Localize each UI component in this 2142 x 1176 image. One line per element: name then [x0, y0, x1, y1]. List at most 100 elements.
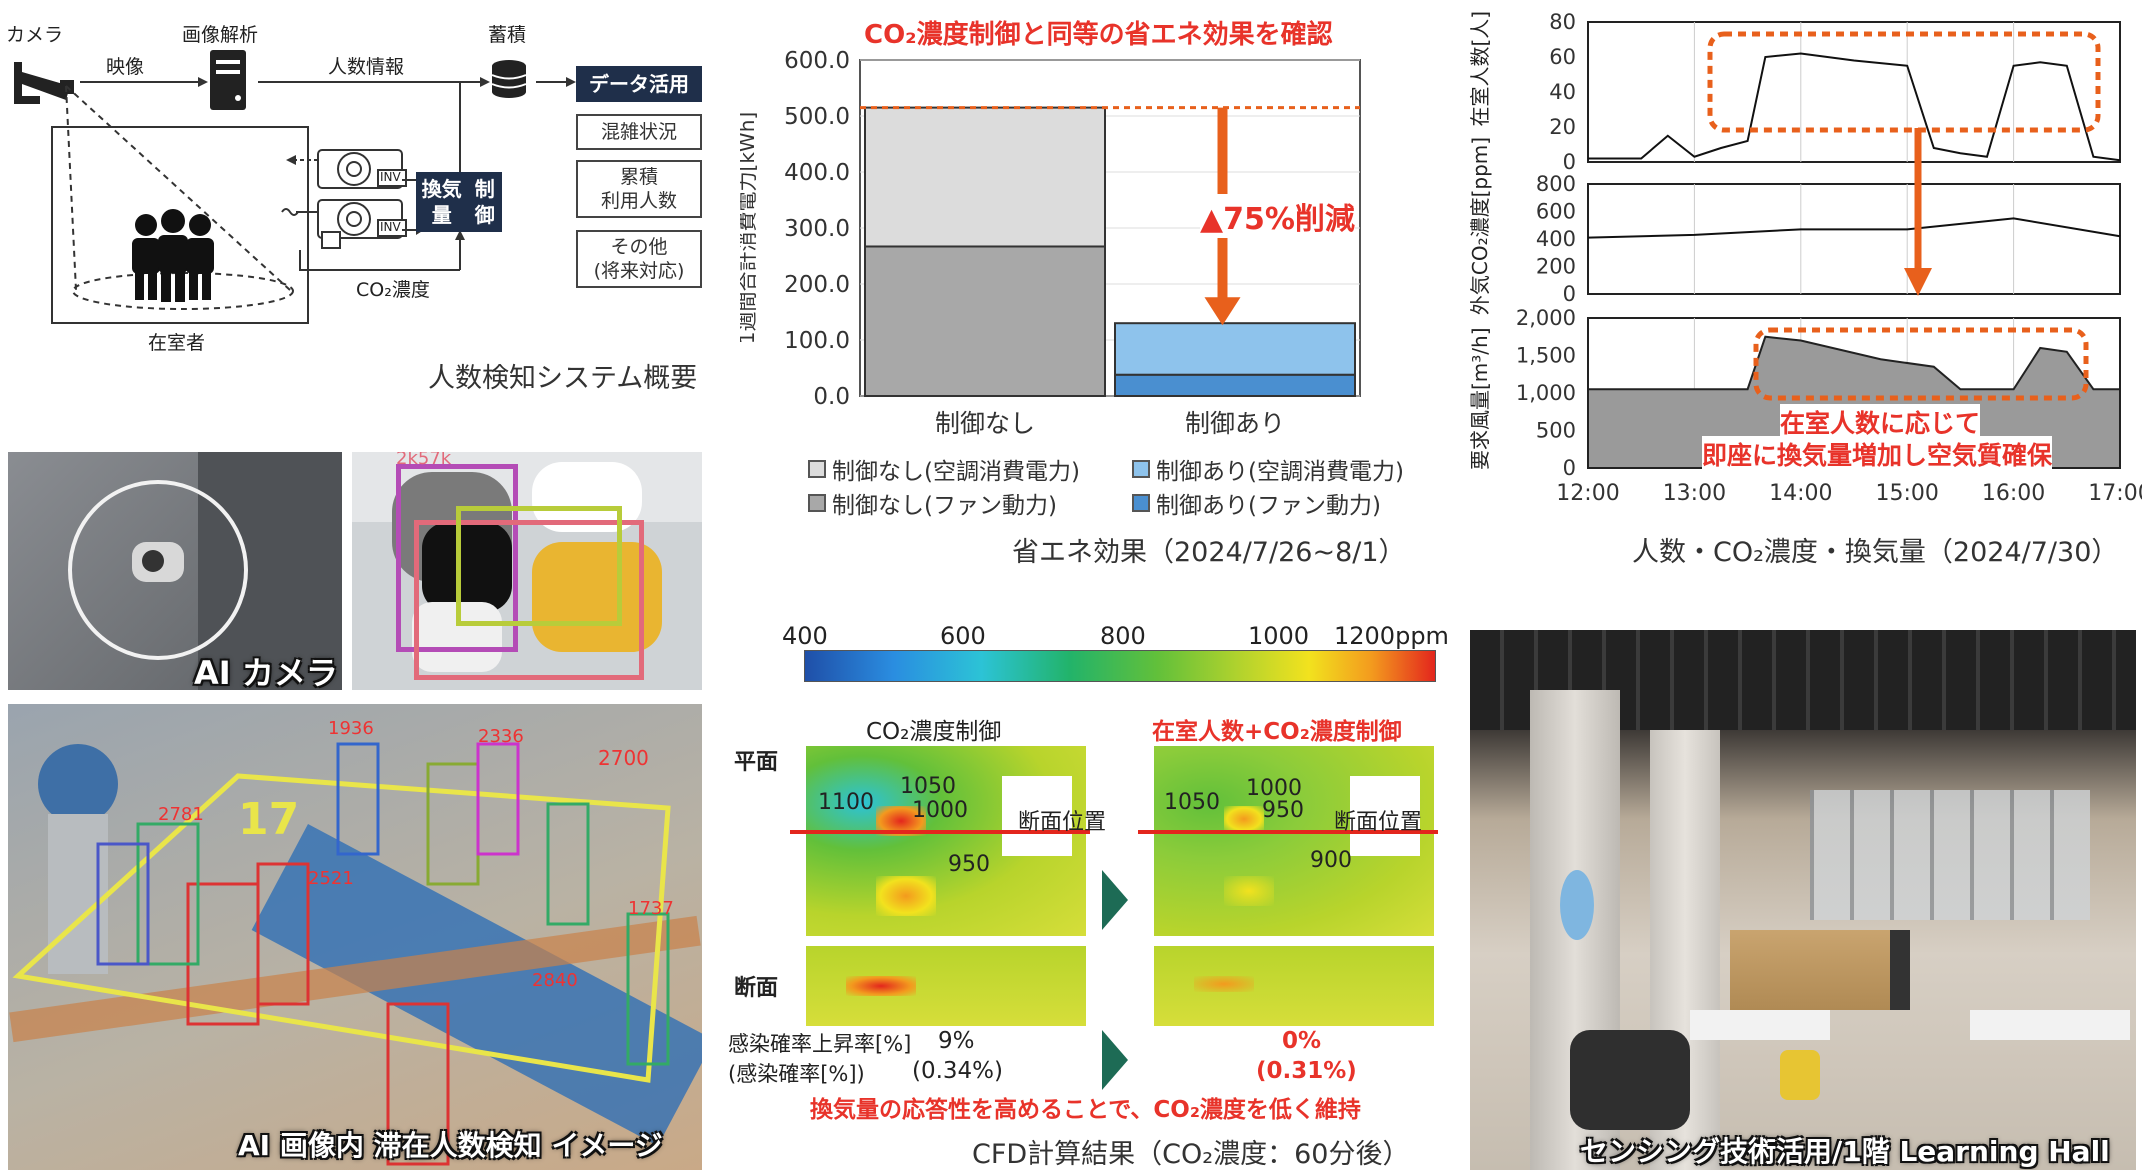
y-tick-label: 400 — [1536, 227, 1576, 251]
x-tick-label: 制御なし — [935, 409, 1035, 438]
track-id: 2781 — [158, 804, 204, 825]
congestion-text: 混雑状況 — [600, 121, 677, 143]
cfd-left-section — [806, 946, 1086, 1026]
detection-box — [396, 464, 518, 652]
series-line — [1588, 52, 2121, 162]
timeseries-svg: 80604020080060040020002,0001,5001,000500… — [1516, 10, 2142, 506]
legend-label: 制御なし(空調消費電力) — [832, 459, 1080, 485]
cfd-left-title: CO₂濃度制御 — [866, 719, 1002, 745]
camera-label: カメラ — [6, 24, 64, 46]
y-tick-label: 500 — [1536, 419, 1576, 443]
contour-label: 950 — [948, 852, 990, 877]
right-rise: 0% — [1282, 1028, 1322, 1054]
y-tick-label: 600.0 — [784, 48, 850, 74]
box-label: 2k57k — [396, 452, 452, 469]
detection-boxes — [96, 742, 670, 1166]
bar-segment — [864, 245, 1106, 397]
y-tick-label: 200 — [1536, 255, 1576, 279]
airflow-annotation-2: 即座に換気量増加し空気質確保 — [1702, 436, 2053, 472]
track-id: 2700 — [598, 746, 649, 770]
contour-label: 900 — [1310, 848, 1352, 873]
section-pos-label: 断面位置 — [1018, 810, 1107, 835]
contour-label: 950 — [1262, 798, 1304, 823]
legend-item-no-control-fan: 制御なし(ファン動力) — [808, 486, 1057, 520]
risk-label-1: 感染確率上昇率[%] — [728, 1032, 912, 1056]
energy-headline: CO₂濃度制御と同等の省エネ効果を確認 — [864, 20, 1333, 50]
congestion-box: 混雑状況 — [576, 114, 702, 150]
y-tick-label: 2,000 — [1516, 306, 1576, 330]
highlight-box — [1753, 327, 2089, 401]
detection-overlay — [12, 742, 671, 1166]
vent-line1: 換気量 — [421, 177, 462, 227]
y-tick-label: 800 — [1536, 172, 1576, 196]
highlight-box — [1707, 31, 2101, 133]
section-line-right — [1138, 830, 1438, 834]
detection-zone — [12, 773, 671, 1083]
ai-detection-caption: AI 画像内 滞在人数検知 イメージ — [238, 1129, 663, 1162]
legend-swatch — [1132, 494, 1150, 512]
section-line-left — [790, 830, 1090, 834]
series-line — [1587, 217, 2121, 239]
y-tick-label: 100.0 — [784, 328, 850, 354]
track-id: 1737 — [628, 898, 674, 919]
legend-swatch — [808, 460, 826, 478]
reduction-annotation: ▲75%削減 — [1200, 194, 1355, 238]
cumulative-line1: 累積 — [619, 166, 658, 188]
cumulative-box: 累積 利用人数 — [576, 160, 702, 218]
contour-label: 1100 — [818, 790, 874, 815]
track-id: 2840 — [532, 970, 578, 991]
x-tick-label: 13:00 — [1663, 481, 1726, 506]
energy-bar-svg: 600.0500.0400.0300.0200.0100.00.01週間合計消費… — [740, 48, 1361, 438]
timeseries-caption: 人数・CO₂濃度・換気量（2024/7/30） — [1632, 537, 2119, 568]
inv-label: INV — [380, 220, 401, 234]
co2-label: CO₂濃度 — [356, 279, 430, 301]
analysis-label: 画像解析 — [182, 24, 259, 46]
detection-box — [456, 506, 622, 626]
right-prob: (0.31%) — [1256, 1058, 1357, 1084]
y-tick-label: 40 — [1549, 80, 1576, 104]
legend-item-no-control-ac: 制御なし(空調消費電力) — [808, 452, 1080, 486]
y-tick-label: 0 — [1563, 150, 1576, 174]
other-line2: (将来対応) — [593, 260, 685, 282]
scale-label: 800 — [1100, 622, 1146, 650]
database-icon — [491, 60, 527, 98]
scale-label: 1200ppm — [1334, 622, 1449, 650]
scale-label: 400 — [782, 622, 828, 650]
y-tick-label: 600 — [1536, 200, 1576, 224]
left-prob: (0.34%) — [912, 1058, 1004, 1084]
y-tick-label: 0 — [1563, 282, 1576, 306]
x-tick-label: 12:00 — [1556, 481, 1619, 506]
fan-icon — [317, 149, 407, 249]
cfd-caption: CFD計算結果（CO₂濃度：60分後） — [972, 1139, 1410, 1170]
people-count: 17 — [238, 794, 300, 845]
y-tick-label: 1,500 — [1516, 344, 1576, 368]
section-label: 断面 — [734, 976, 779, 1001]
cfd-note: 換気量の応答性を高めることで、CO₂濃度を低く維持 — [810, 1097, 1361, 1123]
y-tick-label: 1,000 — [1516, 381, 1576, 405]
y-tick-label: 200.0 — [784, 272, 850, 298]
cfd-right-plan — [1154, 746, 1434, 936]
occupants-label: 在室者 — [148, 332, 206, 354]
track-id: 1936 — [328, 718, 374, 739]
section-pos-label: 断面位置 — [1334, 810, 1423, 835]
contour-label: 1000 — [1246, 776, 1302, 801]
people-info-label: 人数情報 — [328, 56, 405, 78]
panel-frame — [1587, 183, 2121, 295]
color-scale — [804, 650, 1436, 682]
y-tick-label: 300.0 — [784, 216, 850, 242]
legend-item-control-fan: 制御あり(ファン動力) — [1132, 486, 1381, 520]
ylabel-co2: 外気CO₂濃度[ppm] — [1468, 136, 1492, 316]
contour-label: 1000 — [912, 798, 968, 823]
contour-label: 1050 — [1164, 790, 1220, 815]
legend-swatch — [808, 494, 826, 512]
y-tick-label: 80 — [1549, 10, 1576, 34]
x-tick-label: 17:00 — [2088, 481, 2142, 506]
other-line1: その他 — [610, 236, 668, 258]
track-id: 2336 — [478, 726, 524, 747]
y-tick-label: 500.0 — [784, 104, 850, 130]
y-tick-label: 0.0 — [813, 384, 850, 410]
y-tick-label: 400.0 — [784, 160, 850, 186]
data-use-box: データ活用 — [576, 66, 702, 102]
risk-label-2: (感染確率[%]) — [728, 1062, 865, 1086]
chevron-right-icon — [1102, 870, 1128, 930]
